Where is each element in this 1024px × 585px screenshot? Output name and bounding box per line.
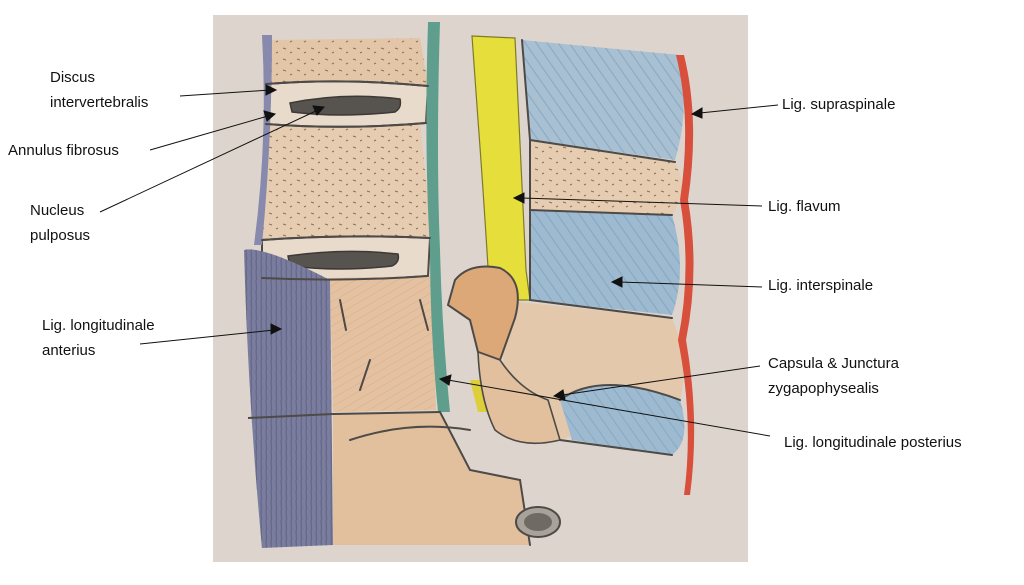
arrow-lig-supraspinale — [699, 104, 779, 114]
label-lig-supraspinale-line1: Lig. supraspinale — [782, 96, 896, 113]
arrowhead-lig-supraspinale — [690, 107, 703, 119]
label-lig-long-anterius-line2: anterius — [42, 342, 96, 359]
arrowhead-annulus — [263, 110, 277, 122]
label-annulus-fibrosus: Annulus fibrosus — [8, 138, 119, 163]
label-lig-supraspinale: Lig. supraspinale — [782, 92, 895, 117]
arrow-lig-long-anterius — [139, 329, 275, 345]
arrow-discus — [179, 89, 271, 97]
arrowhead-capsula — [552, 389, 566, 401]
anterius-segment-line — [247, 413, 334, 419]
label-lig-flavum-line1: Lig. flavum — [768, 198, 841, 215]
label-capsula-line1: Capsula & Junctura — [768, 355, 899, 372]
arrow-lig-flavum — [521, 197, 763, 207]
label-nucleus-pulposus: Nucleus pulposus — [30, 198, 90, 248]
arrowhead-lig-long-posterius — [438, 374, 452, 386]
label-annulus-line1: Annulus fibrosus — [8, 142, 119, 159]
leader-lines — [99, 84, 779, 437]
label-nucleus-line1: Nucleus — [30, 202, 85, 219]
articular-process-lower — [477, 350, 562, 445]
label-capsula-junctura: Capsula & Junctura zygapophysealis — [768, 351, 899, 401]
label-lig-flavum: Lig. flavum — [768, 194, 841, 219]
label-lig-longitudinale-anterius: Lig. longitudinale anterius — [42, 313, 155, 363]
label-lig-interspinale-line1: Lig. interspinale — [768, 277, 874, 294]
nucleus-pulposus-lower — [287, 250, 400, 270]
arrow-nucleus — [99, 109, 319, 213]
label-lig-longitudinale-posterius: Lig. longitudinale posterius — [784, 430, 962, 455]
vessel-oval-inner — [524, 513, 552, 531]
arrow-annulus — [149, 115, 269, 151]
label-discus-line1: Discus — [50, 69, 96, 86]
label-capsula-line2: zygapophysealis — [768, 380, 879, 397]
label-nucleus-line2: pulposus — [30, 227, 91, 244]
label-discus-line2: intervertebralis — [50, 94, 149, 111]
vertebral-body-lower-hatch — [330, 276, 436, 412]
capsula-junctura-zygapophysealis — [446, 265, 519, 362]
arrow-capsula — [561, 365, 761, 396]
label-discus-intervertebralis: Discus intervertebralis — [50, 65, 148, 115]
arrow-lig-long-posterius — [447, 379, 771, 437]
arrowhead-lig-long-anterius — [270, 323, 283, 335]
vertebral-body-bottom — [333, 412, 530, 545]
lig-longitudinale-anterius-hatch — [244, 249, 333, 548]
label-lig-long-posterius-line1: Lig. longitudinale posterius — [784, 434, 962, 451]
lig-supraspinale — [676, 55, 695, 495]
lig-flavum — [471, 35, 531, 301]
vertebral-body-middle-dots — [262, 123, 432, 244]
arrow-lig-interspinale — [619, 281, 763, 288]
label-lig-long-anterius-line1: Lig. longitudinale — [42, 317, 155, 334]
spinous-process-upper-dots — [530, 140, 682, 215]
arrowhead-nucleus — [312, 105, 326, 116]
arrowhead-discus — [265, 84, 278, 96]
lig-longitudinale-posterius — [426, 22, 450, 412]
label-lig-interspinale: Lig. interspinale — [768, 273, 873, 298]
vertebral-body-upper-dots — [262, 38, 428, 85]
pencil-outlines — [261, 39, 681, 546]
lig-interspinale-upper-hatch — [522, 40, 684, 160]
arrowhead-lig-interspinale — [610, 276, 623, 288]
lig-interspinale-hatch — [530, 210, 680, 315]
lig-interspinale-lower-hatch — [560, 385, 685, 455]
arrowhead-lig-flavum — [512, 192, 525, 204]
